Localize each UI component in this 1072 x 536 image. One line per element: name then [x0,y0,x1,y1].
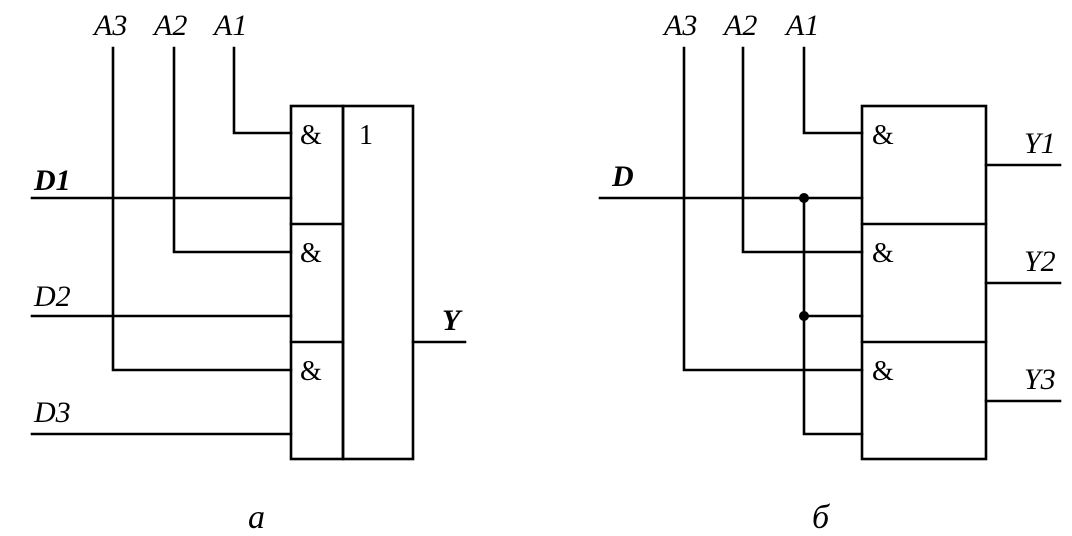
b-label-a1: A1 [784,9,819,42]
b-label-y3: Y3 [1024,363,1056,396]
a-label-d1: D1 [33,164,71,197]
a-or-symbol: 1 [359,120,373,151]
b-label-y1: Y1 [1024,127,1056,160]
b-and-symbol-2: & [872,238,894,269]
b-label-d: D [611,160,634,193]
b-caption: б [812,499,831,536]
a-label-a3: A3 [92,9,127,42]
a-label-d3: D3 [33,396,71,429]
diagram-b: A3 A2 A1 D & & & Y1 Y2 Y3 б [598,9,1062,536]
b-and-symbol-1: & [872,120,894,151]
a-label-y: Y [442,304,463,337]
a-and-symbol-3: & [300,356,322,387]
a-label-a1: A1 [212,9,247,42]
a-and-symbol-1: & [300,120,322,151]
a-label-d2: D2 [33,280,71,313]
a-wire-a1 [232,46,293,135]
a-and-symbol-2: & [300,238,322,269]
b-wire-a1 [802,46,864,135]
b-junction-1 [799,193,809,203]
b-label-a3: A3 [662,9,697,42]
a-wire-a2 [172,46,293,254]
a-or-gate [341,104,415,461]
b-wire-a2 [741,46,864,254]
b-label-a2: A2 [722,9,757,42]
b-wire-a3 [682,46,864,372]
diagram-a: A3 A2 A1 D1 D2 D3 & & & 1 Y а [30,9,467,536]
a-label-a2: A2 [152,9,187,42]
a-wire-a3 [111,46,293,372]
a-caption: а [248,499,265,536]
a-and-gates-block [289,104,345,461]
b-data-bus [802,196,864,436]
b-label-y2: Y2 [1024,245,1056,278]
b-and-gates-block [860,104,988,461]
b-and-symbol-3: & [872,356,894,387]
b-junction-2 [799,311,809,321]
